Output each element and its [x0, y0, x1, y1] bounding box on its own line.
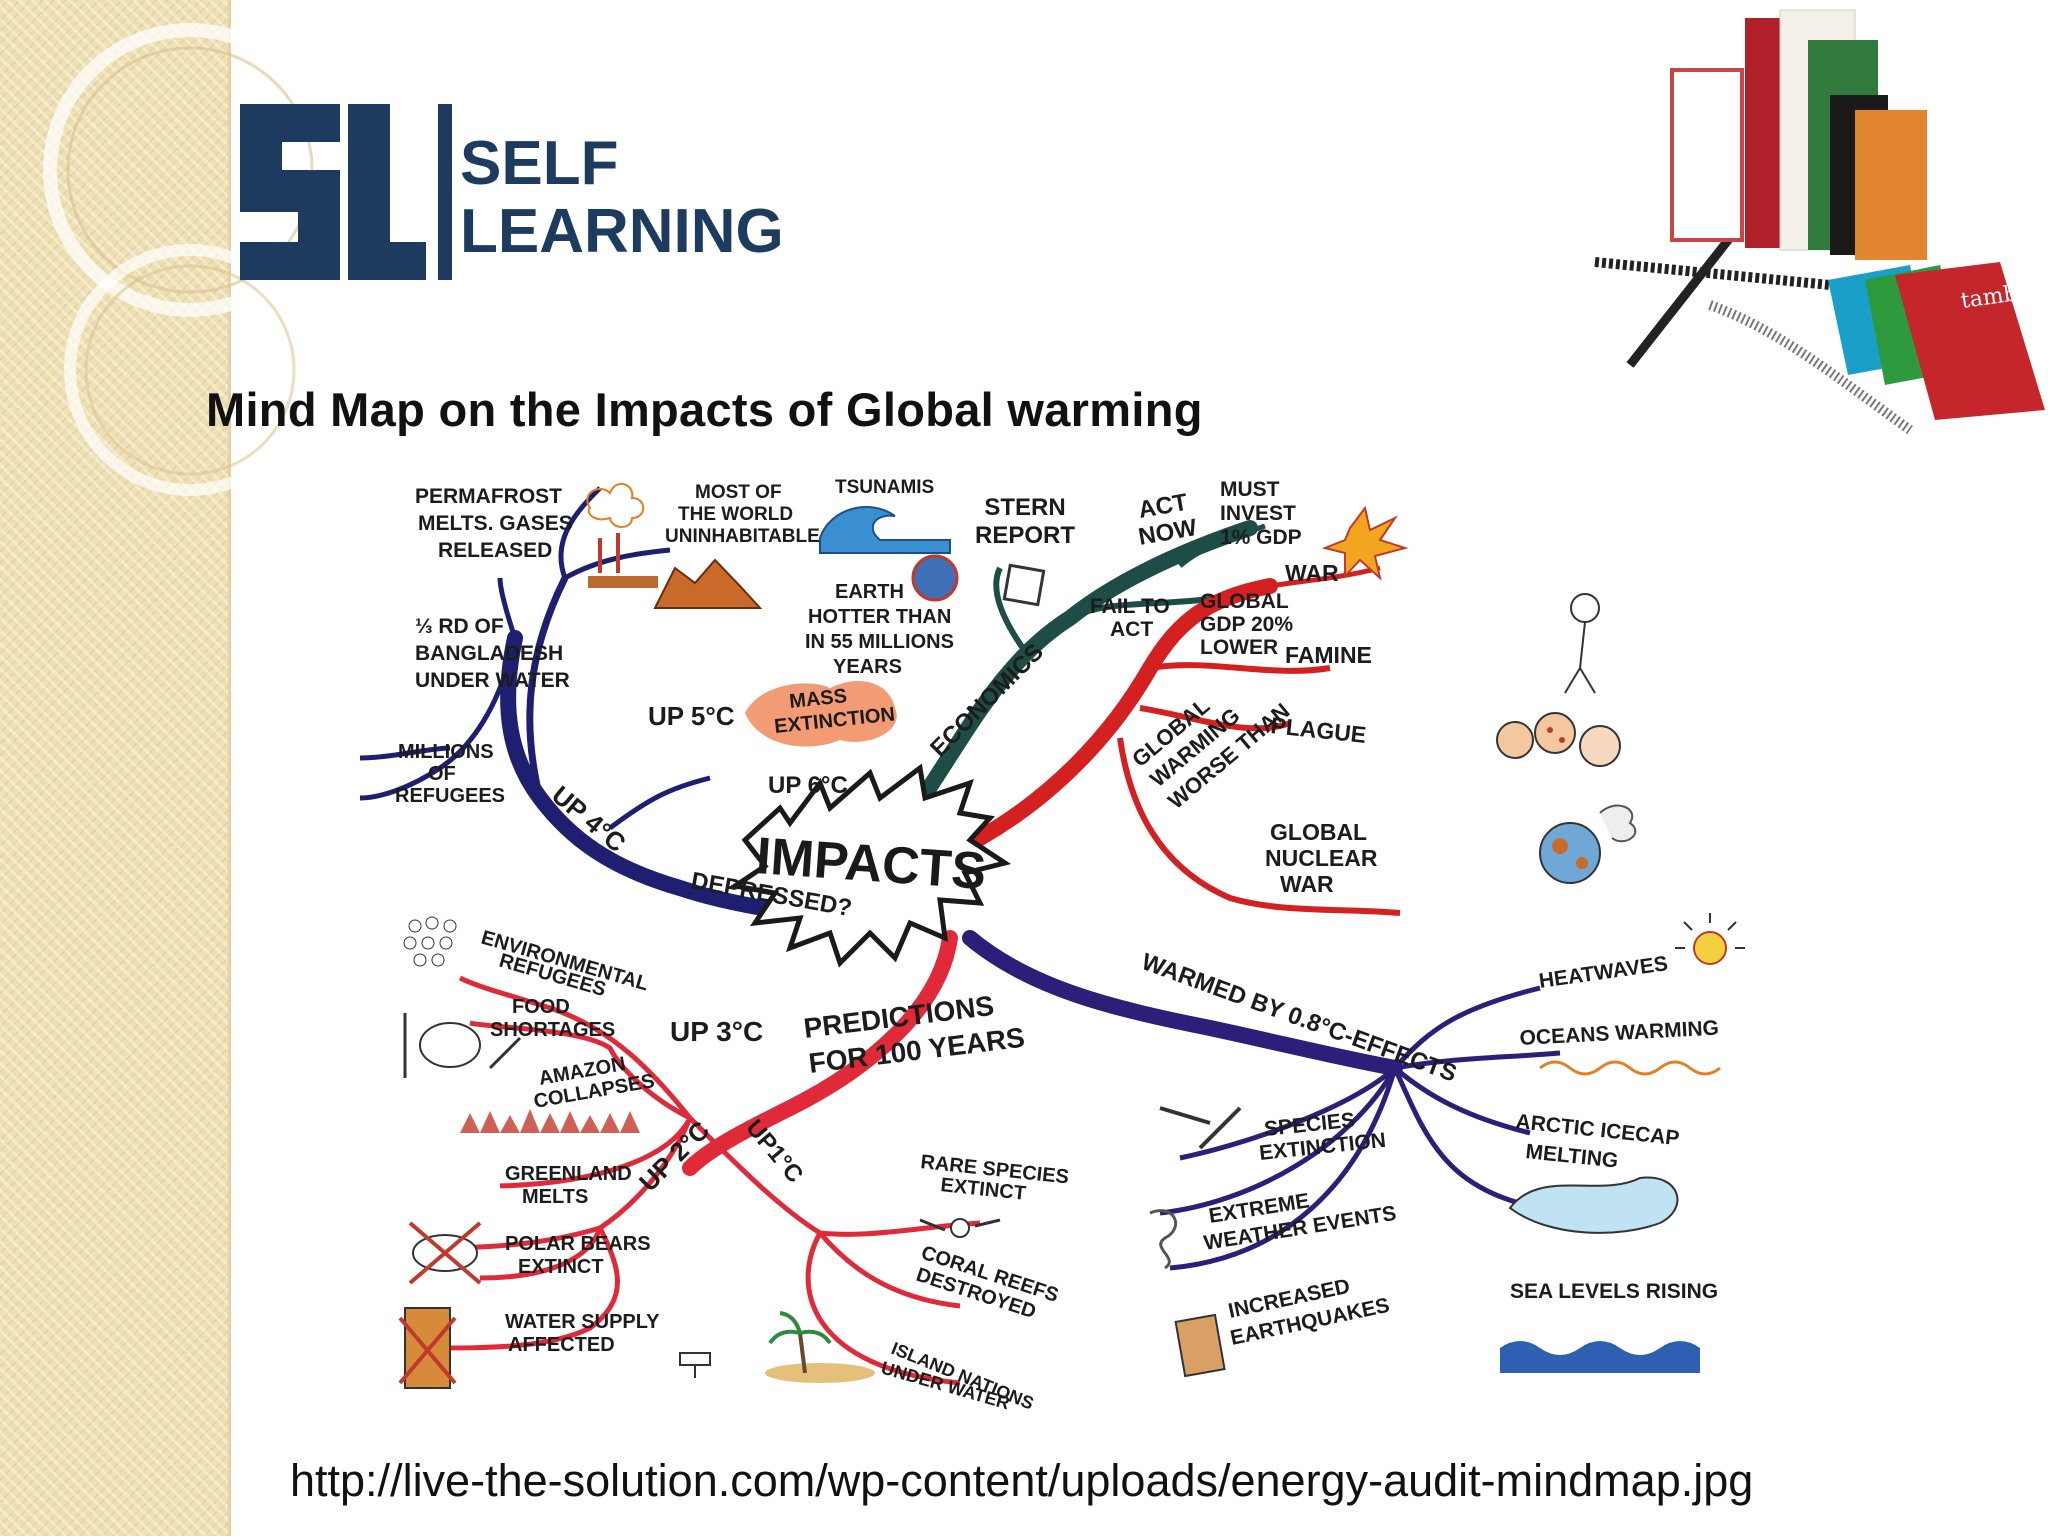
globe-explosion-icon: [1539, 804, 1637, 884]
burning-forest-icon: [460, 1109, 640, 1133]
node-refugees-2: OF: [428, 763, 456, 785]
node-most-world-1: MOST OF: [695, 482, 782, 503]
node-polar-2: EXTINCT: [518, 1256, 604, 1278]
mind-map-diagram: IMPACTS ECONOMICS GLOBAL WARMING WORSE T…: [350, 468, 1760, 1413]
icecap-icon: [1508, 1176, 1679, 1234]
node-water-2: AFFECTED: [508, 1334, 615, 1356]
node-sea-levels: SEA LEVELS RISING: [1510, 1280, 1718, 1303]
node-up6: UP 6°C: [768, 772, 848, 799]
hot-earth-icon: [911, 554, 959, 602]
node-fail-to-act-1: FAIL TO: [1090, 595, 1170, 618]
self-learning-logo: SELF LEARNING: [240, 104, 784, 280]
node-earth-hotter-2: HOTTER THAN: [808, 606, 951, 628]
orange-book: [1855, 110, 1927, 260]
node-earth-hotter-3: IN 55 MILLIONS: [805, 631, 954, 653]
node-must-invest-3: 1% GDP: [1220, 526, 1302, 549]
node-polar-1: POLAR BEARS: [505, 1233, 651, 1255]
branch-warmed-effects: [962, 930, 1571, 1271]
node-famine: FAMINE: [1285, 642, 1372, 668]
node-nuclear-2: NUCLEAR: [1265, 845, 1378, 871]
node-war: WAR: [1285, 560, 1339, 586]
explosion-icon: [1321, 505, 1409, 581]
node-bangladesh-3: UNDER WATER: [415, 669, 570, 692]
page-title: Mind Map on the Impacts of Global warmin…: [206, 383, 1203, 436]
barren-land-icon: [653, 558, 763, 609]
logo-line-2: LEARNING: [460, 197, 784, 266]
skull-bones-icon: [919, 1218, 1001, 1238]
starving-figure-icon: [1564, 593, 1600, 694]
crowd-faces-icon: [403, 916, 457, 967]
sl-monogram: [240, 104, 452, 280]
empty-plate-icon: [403, 1013, 522, 1078]
node-water-1: WATER SUPPLY: [505, 1311, 660, 1333]
node-gdp-1: GLOBAL: [1200, 590, 1289, 613]
node-food-2: SHORTAGES: [490, 1019, 615, 1041]
node-must-invest-2: INVEST: [1220, 502, 1296, 525]
building-icon: [1174, 1313, 1226, 1378]
node-tsunamis: TSUNAMIS: [835, 477, 934, 498]
ring-small: [64, 244, 316, 496]
tornado-icon: [1149, 1209, 1178, 1270]
node-greenland-1: GREENLAND: [505, 1163, 632, 1185]
node-greenland-2: MELTS: [522, 1186, 588, 1208]
logo-line-1: SELF: [460, 129, 618, 198]
node-refugees-1: MILLIONS: [398, 741, 494, 763]
well-icon: [398, 1307, 457, 1389]
node-stern-1: STERN: [984, 494, 1065, 521]
fanned-books: [1828, 262, 2045, 420]
node-up5: UP 5°C: [648, 701, 735, 731]
bones-icon: [1159, 1106, 1242, 1150]
node-food-1: FOOD: [512, 996, 570, 1018]
node-permafrost-2: MELTS. GASES: [418, 512, 573, 535]
branch-predictions: [429, 930, 981, 1386]
node-fail-to-act-2: ACT: [1110, 618, 1153, 641]
sea-icon: [1500, 1341, 1700, 1373]
node-earth-hotter-1: EARTH: [835, 581, 904, 603]
books-illustration: tamba: [1594, 9, 2045, 435]
node-gdp-2: GDP 20%: [1200, 613, 1293, 636]
branch-global-warming-worse: [972, 565, 1401, 916]
node-nuclear-1: GLOBAL: [1270, 819, 1367, 845]
node-must-invest-1: MUST: [1220, 478, 1280, 501]
report-icon: [1002, 563, 1046, 607]
gas-release-icon: [586, 483, 658, 588]
sick-faces-icon: [1496, 712, 1621, 767]
node-earth-hotter-4: YEARS: [833, 656, 902, 678]
crossed-bear-icon: [408, 1221, 482, 1285]
binding-combs: [1594, 222, 1913, 435]
node-refugees-3: REFUGEES: [395, 785, 505, 807]
wave-icon: [819, 506, 951, 554]
node-most-world-3: UNINHABITABLE: [665, 526, 820, 547]
node-stern-2: REPORT: [975, 522, 1075, 549]
fire-icon: [745, 680, 897, 747]
sun-icon: [1675, 913, 1745, 965]
node-permafrost-3: RELEASED: [438, 539, 552, 562]
node-bangladesh-1: ⅓ RD OF: [415, 615, 504, 638]
node-most-world-2: THE WORLD: [678, 504, 793, 525]
node-nuclear-3: WAR: [1280, 871, 1334, 897]
island-icon: [765, 1311, 875, 1383]
waves-icon: [1539, 1060, 1721, 1076]
ring-small-inner: [84, 264, 296, 476]
node-bangladesh-2: BANGLADESH: [415, 642, 563, 665]
center-starburst: [728, 763, 1012, 968]
node-permafrost-1: PERMAFROST: [415, 485, 562, 508]
tap-icon: [679, 1352, 711, 1378]
white-book: [1670, 68, 1744, 242]
node-up3: UP 3°C: [670, 1016, 763, 1047]
node-gdp-3: LOWER: [1200, 636, 1278, 659]
source-url: http://live-the-solution.com/wp-content/…: [290, 1455, 1754, 1506]
